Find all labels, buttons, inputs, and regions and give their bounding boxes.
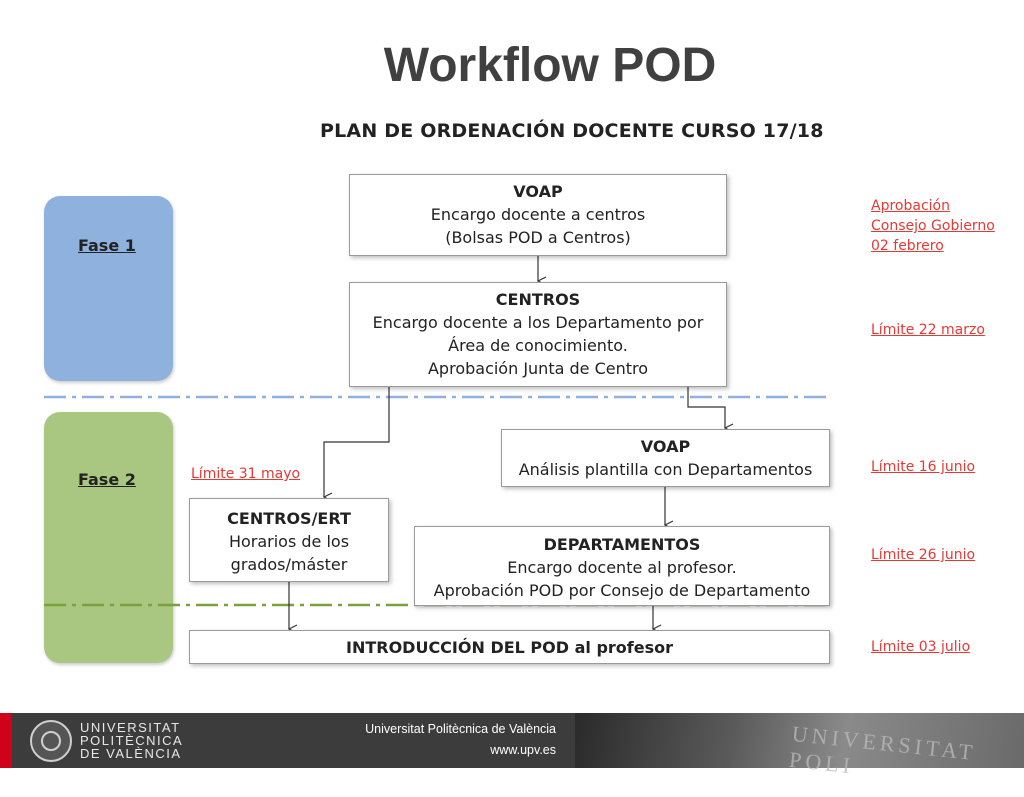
box-line: grados/máster: [230, 555, 348, 574]
footer-bar: UNIVERSITAT POLITÈCNICA DE VALÈNCIA Univ…: [0, 713, 1024, 778]
box-voap-analisis: VOAP Análisis plantilla con Departamento…: [501, 429, 830, 487]
box-line: Encargo docente al profesor.: [507, 558, 737, 577]
box-centros: CENTROS Encargo docente a los Departamen…: [349, 282, 727, 387]
box-title: VOAP: [640, 437, 691, 456]
box-centros-ert: CENTROS/ERT Horarios de los grados/máste…: [189, 498, 389, 582]
box-title: DEPARTAMENTOS: [543, 535, 701, 554]
logo-line: DE VALÈNCIA: [80, 746, 182, 761]
box-title: CENTROS: [495, 290, 581, 309]
annotation-line: Consejo Gobierno: [871, 218, 995, 234]
footer-university-name: Universitat Politècnica de València: [365, 722, 556, 736]
box-line: Aprobación POD por Consejo de Departamen…: [433, 581, 811, 600]
slide-title: Workflow POD: [383, 39, 717, 92]
arrow-centros-to-centros-ert: [324, 387, 390, 497]
footer-info: Universitat Politècnica de València www.…: [365, 719, 556, 761]
annotation-limite-22-marzo: Límite 22 marzo: [871, 322, 985, 338]
annotation-limite-31-mayo: Límite 31 mayo: [191, 466, 301, 482]
annotation-limite-03-julio: Límite 03 julio: [871, 639, 971, 655]
phase-2-block: Fase 2: [44, 412, 173, 663]
footer-url: www.upv.es: [490, 743, 556, 757]
box-title: VOAP: [513, 182, 563, 201]
phase-1-block: Fase 1: [44, 196, 173, 381]
box-line: (Bolsas POD a Centros): [445, 228, 631, 247]
footer-red-accent: [0, 713, 12, 768]
plan-title: PLAN DE ORDENACIÓN DOCENTE CURSO 17/18: [320, 120, 824, 142]
box-line: Aprobación Junta de Centro: [427, 359, 649, 378]
annotation-line: 02 febrero: [871, 238, 944, 254]
box-line: Horarios de los: [228, 532, 350, 551]
logo-line: POLITÈCNICA: [80, 733, 184, 748]
box-voap-encargo: VOAP Encargo docente a centros (Bolsas P…: [349, 174, 727, 256]
annotation-line: Aprobación: [871, 198, 950, 214]
university-seal-icon: [30, 720, 72, 762]
annotation-limite-26-junio: Límite 26 junio: [871, 547, 976, 563]
box-line: Encargo docente a centros: [430, 205, 646, 224]
phase-2-label: Fase 2: [78, 470, 136, 489]
annotation-limite-16-junio: Límite 16 junio: [871, 459, 976, 475]
box-introduccion-pod: INTRODUCCIÓN DEL POD al profesor: [189, 630, 830, 664]
logo-line: UNIVERSITAT: [80, 720, 181, 735]
box-departamentos: DEPARTAMENTOS Encargo docente al profeso…: [414, 526, 830, 606]
box-line: Encargo docente a los Departamento por: [372, 313, 704, 332]
box-title: CENTROS/ERT: [227, 509, 351, 528]
box-line: Área de conocimiento.: [448, 336, 628, 355]
annotation-aprobacion-consejo: Aprobación Consejo Gobierno 02 febrero: [871, 196, 995, 256]
university-logo-text: UNIVERSITAT POLITÈCNICA DE VALÈNCIA: [80, 721, 183, 760]
box-line: Análisis plantilla con Departamentos: [518, 460, 813, 479]
phase-1-label: Fase 1: [78, 236, 136, 255]
footer-stone-image: [575, 713, 1024, 768]
arrow-centros-to-voap2: [687, 387, 725, 428]
